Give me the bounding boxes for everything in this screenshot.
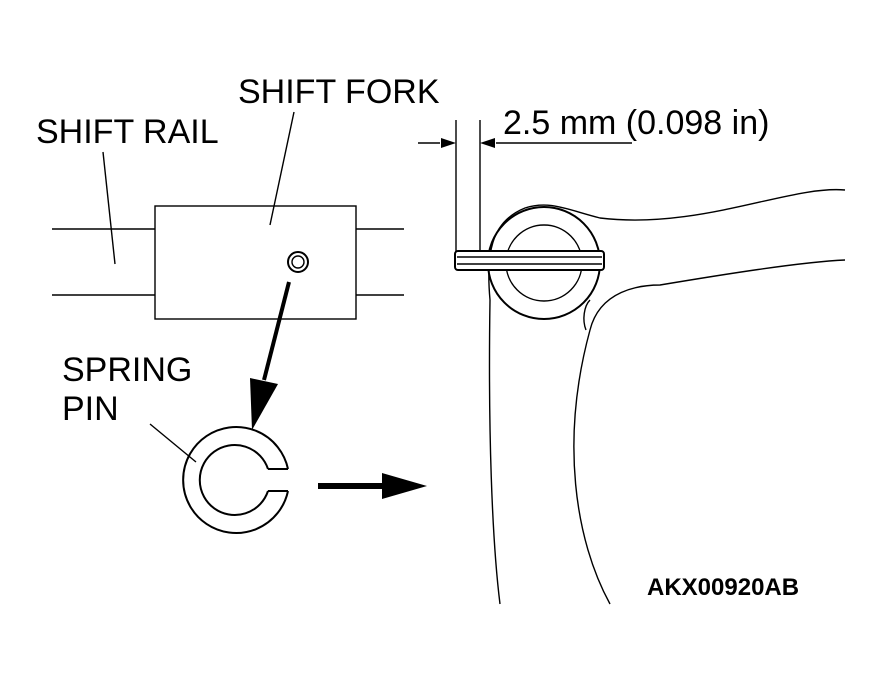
- spring-pin-installed: [454, 250, 605, 271]
- spring-pin-end-view: [182, 426, 289, 534]
- figure-code: AKX00920AB: [647, 574, 799, 601]
- pin-location-arrow: [250, 281, 291, 430]
- shift-rail: [52, 228, 404, 296]
- spring-pin-label-line1: SPRING: [62, 351, 192, 389]
- shift-rail-leader: [102, 151, 116, 265]
- dimension-label: 2.5 mm (0.098 in): [503, 104, 769, 142]
- spring-pin-label-line2: PIN: [62, 390, 119, 428]
- dimension-callout: [418, 120, 632, 252]
- direction-arrow: [318, 473, 427, 499]
- shift-rail-label: SHIFT RAIL: [36, 113, 219, 151]
- shift-fork-label: SHIFT FORK: [238, 73, 440, 111]
- spring-pin-hole: [287, 251, 309, 273]
- shift-fork-body: [154, 205, 357, 320]
- shift-fork-leader: [269, 111, 295, 226]
